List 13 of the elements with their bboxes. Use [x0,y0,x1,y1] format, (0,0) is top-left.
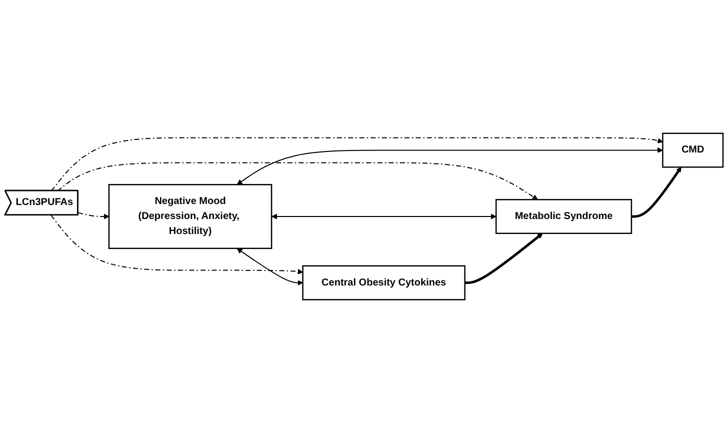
arrow [236,248,304,286]
arrow [78,212,110,220]
node-box: Metabolic Syndrome [495,199,632,234]
node-box: Negative Mood (Depression, Anxiety, Hostility) [108,184,272,249]
arrow [631,166,682,218]
node-box: Central Obesity Cytokines [302,265,466,300]
arrow [272,214,496,220]
arrow [57,162,538,200]
arrow [464,233,543,284]
arrow [50,214,304,274]
arrow [236,147,663,185]
node-box: CMD [662,132,724,168]
arrow [50,137,663,192]
